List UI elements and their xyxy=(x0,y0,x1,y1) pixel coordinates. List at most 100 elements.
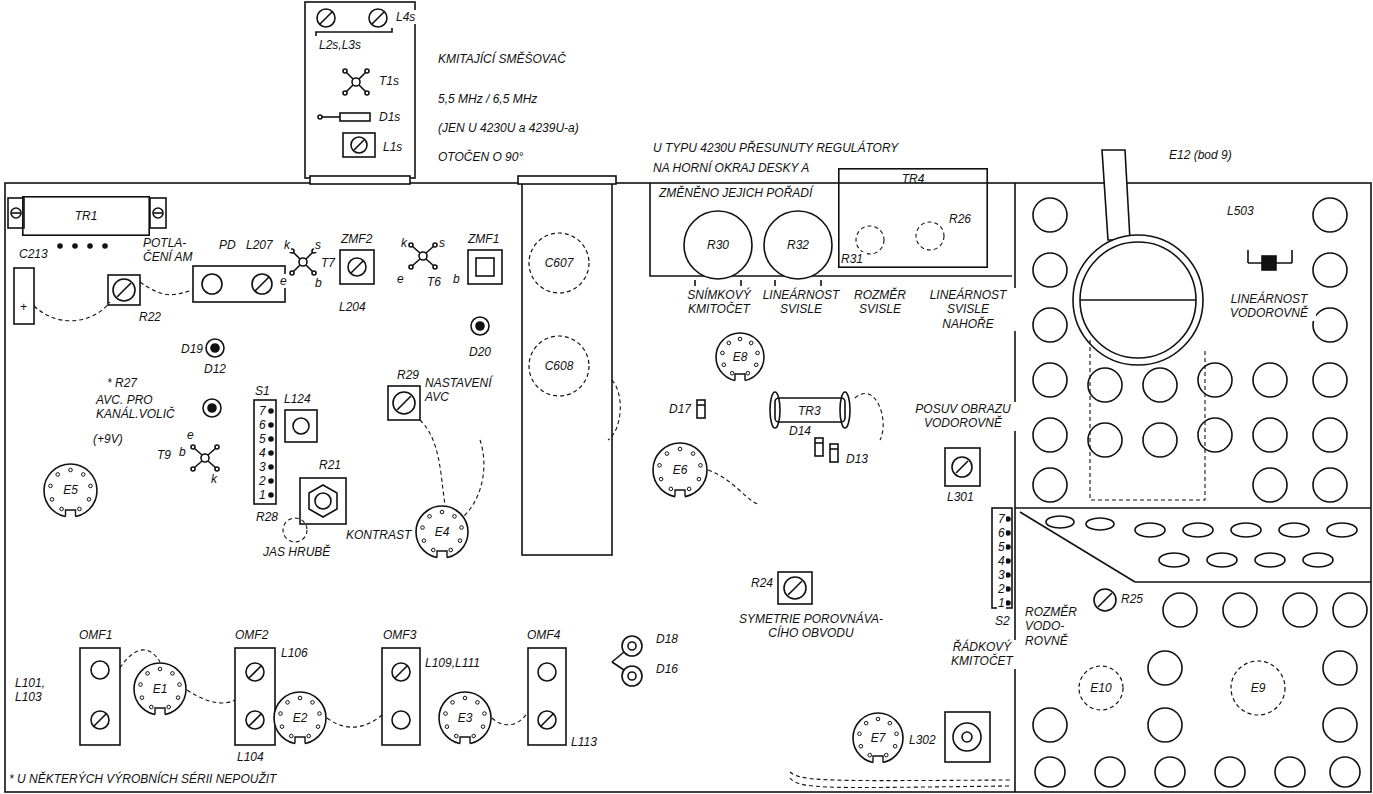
heatsink-panel-part xyxy=(1313,363,1347,397)
part-label: 4 xyxy=(258,446,267,460)
part-label: D12 xyxy=(203,362,227,376)
component-circle: E10 xyxy=(1078,665,1124,711)
part-label: D18 xyxy=(655,632,679,646)
socket-notch xyxy=(437,551,447,558)
component-outlines-part xyxy=(697,400,705,418)
part-label: s xyxy=(438,236,446,250)
heatsink-panel-part xyxy=(1080,299,1196,301)
part-label: L4s xyxy=(395,10,416,24)
socket-notch xyxy=(735,373,745,383)
part-label: R29 xyxy=(396,368,420,382)
heatsink-panel-part xyxy=(1033,253,1067,287)
oscillator-inset-part xyxy=(365,91,369,95)
component-outlines-part xyxy=(254,400,276,504)
component-outlines-part xyxy=(770,392,780,428)
socket-pin xyxy=(888,721,892,725)
heatsink-panel-part xyxy=(1033,198,1067,232)
component-outlines-part xyxy=(299,258,307,266)
socket-pin xyxy=(699,464,703,468)
note-text: SNÍMKOVÝ KMITOČET xyxy=(678,288,760,317)
pcb-trace-part xyxy=(34,302,110,321)
component-outlines-part xyxy=(211,344,219,352)
socket-pin xyxy=(158,667,162,671)
pcb-trace-part xyxy=(327,715,382,727)
heatsink-panel-part xyxy=(1248,250,1292,263)
part-label: S1 xyxy=(254,384,271,398)
heatsink-panel-part xyxy=(1253,468,1287,502)
component-outlines-part xyxy=(820,280,822,286)
part-label: (JEN U 4230U a 4239U-a) xyxy=(437,121,580,135)
transformer-tr1-part xyxy=(8,198,24,228)
component-outlines-part xyxy=(612,662,624,670)
component-outlines-part xyxy=(388,386,420,420)
heatsink-panel-part xyxy=(1094,589,1116,611)
socket-pin xyxy=(868,753,872,757)
component-outlines-part xyxy=(315,493,331,509)
part-label: C607 xyxy=(545,256,574,270)
component-outlines-part xyxy=(788,581,802,595)
part-label: e xyxy=(186,428,195,442)
part-label: T7 xyxy=(320,256,336,270)
component-outlines-part xyxy=(528,648,566,745)
note-text: LINEÁRNOST SVISLE xyxy=(760,288,842,317)
socket-pin xyxy=(472,734,476,738)
part-label: 1 xyxy=(997,596,1006,610)
part-label: R28 xyxy=(255,510,279,524)
component-outlines-part xyxy=(412,246,434,266)
heatsink-panel-part xyxy=(1313,418,1347,452)
box-outline xyxy=(839,169,987,267)
heatsink-panel-part xyxy=(1303,553,1333,567)
socket-pin xyxy=(298,696,302,700)
heatsink-panel-part xyxy=(1148,708,1182,742)
part-label: U TYPU 4230U PŘESUNUTY REGULÁTORY xyxy=(652,141,899,155)
part-label: OMF3 xyxy=(382,628,417,642)
oscillator-inset-part xyxy=(317,9,335,27)
part-label: D1s xyxy=(378,110,401,124)
transformer-tr1-part xyxy=(12,212,20,214)
oscillator-inset-part xyxy=(322,116,340,118)
part-label: TR3 xyxy=(797,404,822,418)
oscillator-inset-part xyxy=(316,28,392,36)
oscillator-inset-part xyxy=(343,133,375,157)
oscillator-inset-part xyxy=(340,113,370,121)
oscillator-inset-part xyxy=(351,137,367,153)
component-circle: C607 xyxy=(528,232,590,294)
socket-pin xyxy=(422,539,426,543)
part-label: PD xyxy=(218,238,237,252)
heatsink-panel-part xyxy=(1330,757,1360,787)
part-label: 2 xyxy=(258,474,267,488)
socket-pin xyxy=(171,672,175,676)
socket-pin xyxy=(318,712,322,716)
socket-pin xyxy=(311,701,315,705)
socket-pin xyxy=(864,721,868,725)
socket-notch xyxy=(675,489,685,499)
transformer-tr1-part xyxy=(58,244,107,248)
socket-pin xyxy=(463,696,467,700)
component-outlines-part xyxy=(694,280,696,286)
heatsink-panel-part xyxy=(1279,523,1309,537)
socket-pin xyxy=(658,464,662,468)
part-label: D13 xyxy=(845,452,869,466)
component-outlines-part xyxy=(208,404,216,412)
socket-outline xyxy=(716,333,764,381)
component-outlines-part xyxy=(80,648,120,745)
heatsink-panel-part xyxy=(1231,523,1261,537)
part-label: R30 xyxy=(707,238,729,252)
component-outlines-part xyxy=(775,398,845,422)
component-outlines-part xyxy=(246,711,264,729)
note-text: NASTAVENÍ AVC xyxy=(424,376,508,405)
component-outlines-part xyxy=(249,714,261,726)
socket-pin xyxy=(678,447,682,451)
component-outlines-part xyxy=(191,467,195,471)
socket-pin xyxy=(140,696,144,700)
note-text: POTLA- ČENÍ AM xyxy=(142,236,214,265)
heatsink-panel-part xyxy=(1313,198,1347,232)
heatsink-panel-part xyxy=(1090,340,1205,500)
part-label: 6 xyxy=(997,526,1006,540)
part-label: NA HORNÍ OKRAJ DESKY A xyxy=(652,161,810,175)
part-label: e xyxy=(396,272,405,286)
component-outlines-part xyxy=(740,280,742,286)
heatsink-panel-part xyxy=(1143,423,1177,457)
component-outlines-part xyxy=(628,642,636,650)
